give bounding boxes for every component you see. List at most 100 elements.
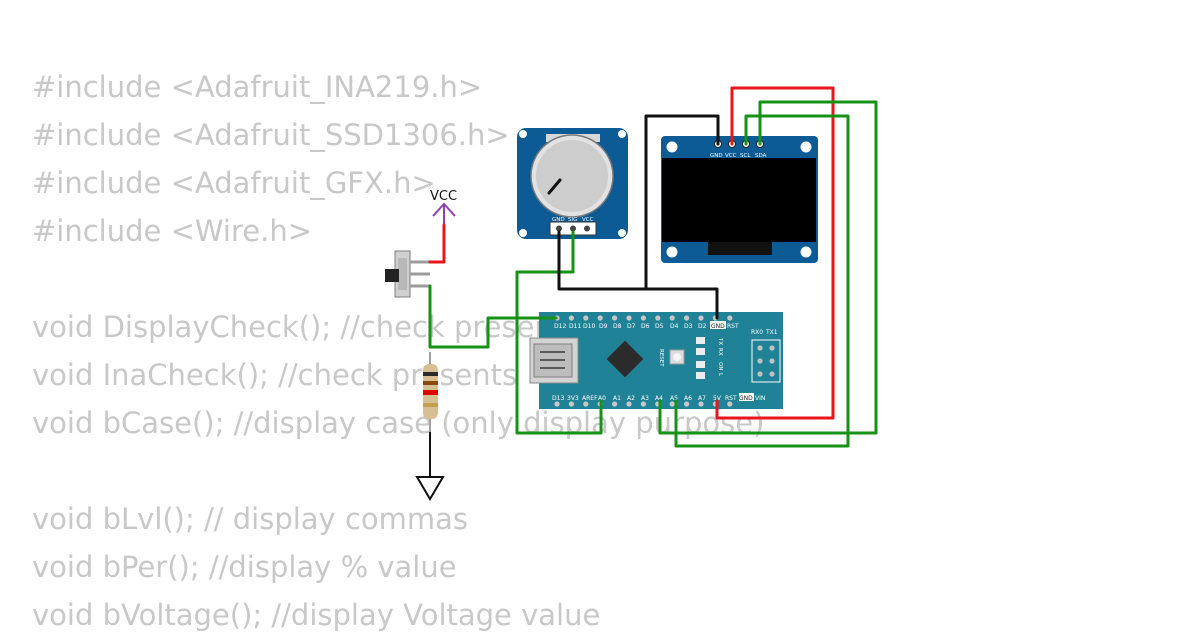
nano-header-pad (554, 401, 560, 407)
nano-pin-label: D2 (698, 323, 707, 330)
oled-screen (662, 158, 816, 242)
pot-pin-label: SIG (568, 217, 577, 223)
code-line: void bPer(); //display % value (32, 550, 457, 584)
nano-pin-label: 3V3 (567, 395, 579, 402)
switch-lever[interactable] (385, 269, 399, 282)
oled-pin-label: GND (710, 153, 723, 159)
ground-symbol (415, 432, 445, 501)
nano-header-pad (612, 401, 618, 407)
led-l (696, 372, 705, 379)
code-line: void bLvl(); // display commas (32, 502, 469, 536)
nano-header-pad (626, 401, 632, 407)
nano-header-pad (684, 315, 690, 321)
led-rx (696, 348, 705, 355)
wire-oled-gnd-to-nano-gnd (644, 114, 720, 291)
pot-pin-label: VCC (582, 217, 594, 223)
nano-header-pad (568, 401, 575, 407)
nano-header-pad (655, 315, 661, 321)
nano-pin-label: RST (725, 395, 737, 402)
nano-pin-label: D13 (552, 395, 564, 402)
oled-display-module[interactable]: GND VCC SCL SDA (661, 136, 818, 263)
nano-header-pad (640, 315, 647, 321)
nano-pin-label: RST (727, 323, 739, 330)
arduino-nano-board[interactable]: D12 D11 D10 D9 D8 D7 D6 D5 D4 D3 D2 GND … (529, 312, 783, 409)
nano-pin-label: D3 (684, 323, 693, 330)
nano-pin-label: A0 (598, 395, 606, 402)
wire-pot-gnd-to-nano-gnd (557, 230, 719, 320)
led-label: RX (717, 348, 723, 356)
reset-label: RESET (658, 349, 664, 367)
nano-header-pad (669, 315, 675, 321)
code-line: void InaCheck(); //check presents (32, 358, 518, 392)
icsp-header (751, 339, 781, 383)
nano-pin-label: D5 (655, 323, 664, 330)
nano-header-pad (583, 401, 589, 407)
nano-pin-label: D9 (599, 323, 608, 330)
nano-pin-label: A5 (670, 395, 678, 402)
nano-pin-label: A7 (698, 395, 706, 402)
nano-header-pad (727, 315, 733, 321)
nano-pin-label: A6 (684, 395, 692, 402)
code-line: #include <Wire.h> (32, 214, 313, 248)
nano-header-pad (568, 315, 575, 321)
code-line: #include <Adafruit_SSD1306.h> (32, 118, 510, 152)
wire-oled-sda-to-a4 (658, 100, 878, 435)
oled-pin-label: SDA (755, 153, 767, 159)
nano-pin-label: VIN (755, 395, 765, 402)
microcontroller-chip (606, 340, 644, 378)
potentiometer-module[interactable]: GND SIG VCC (517, 128, 628, 239)
nano-pin-label: A2 (627, 395, 635, 402)
nano-pin-label: A4 (655, 395, 663, 402)
nano-pin-label: D4 (670, 323, 679, 330)
usb-connector (529, 337, 579, 384)
nano-pin-label: D10 (583, 323, 595, 330)
slide-switch[interactable] (385, 250, 430, 298)
nano-pin-label: AREF (582, 395, 598, 402)
nano-pin-label: D6 (641, 323, 650, 330)
nano-pin-label: TX1 (765, 329, 778, 336)
wire-pot-sig-to-a0 (515, 230, 603, 435)
led-tx (696, 337, 705, 344)
nano-pin-label: A1 (613, 395, 621, 402)
code-line: void DisplayCheck(); //check presents (32, 310, 580, 344)
nano-header-pad (698, 315, 704, 321)
oled-pin-label: SCL (740, 153, 751, 159)
vcc-power-symbol: VCC (430, 189, 457, 225)
nano-pin-label: D12 (554, 323, 566, 330)
nano-pin-label: RX0 (751, 329, 763, 336)
nano-header-pad (727, 401, 733, 407)
wire-vcc-to-switch (428, 223, 446, 264)
nano-header-pad (612, 315, 618, 321)
nano-pin-label: 5V (713, 395, 722, 402)
wire-oled-scl-to-a5 (674, 114, 850, 448)
nano-header-pad (583, 315, 589, 321)
nano-pin-label: D7 (627, 323, 636, 330)
pot-pin-label: GND (552, 217, 565, 223)
nano-header-pad (669, 401, 675, 407)
vcc-label: VCC (430, 189, 457, 204)
code-line: void bVoltage(); //display Voltage value (32, 598, 601, 632)
wires (428, 86, 878, 448)
nano-header-pad (698, 401, 704, 407)
led-on (696, 361, 705, 368)
wire-oled-vcc-to-5v (715, 86, 835, 420)
led-label: ON (717, 362, 723, 370)
nano-pin-label: GND (711, 323, 725, 330)
resistor (423, 352, 438, 432)
nano-pin-label: D8 (613, 323, 622, 330)
nano-header-pad (597, 315, 603, 321)
led-label: TX (717, 337, 723, 345)
nano-pin-label: GND (739, 395, 753, 402)
nano-header-pad (626, 315, 632, 321)
nano-pin-label: D11 (569, 323, 581, 330)
code-line: #include <Adafruit_GFX.h> (32, 166, 436, 200)
code-line: #include <Adafruit_INA219.h> (32, 70, 483, 104)
nano-header-pad (684, 401, 690, 407)
wire-switch-to-d12 (428, 284, 558, 349)
nano-pin-label: A3 (641, 395, 649, 402)
nano-header-pad (640, 401, 647, 407)
led-label: L (717, 373, 723, 377)
oled-pin-label: VCC (725, 153, 737, 159)
